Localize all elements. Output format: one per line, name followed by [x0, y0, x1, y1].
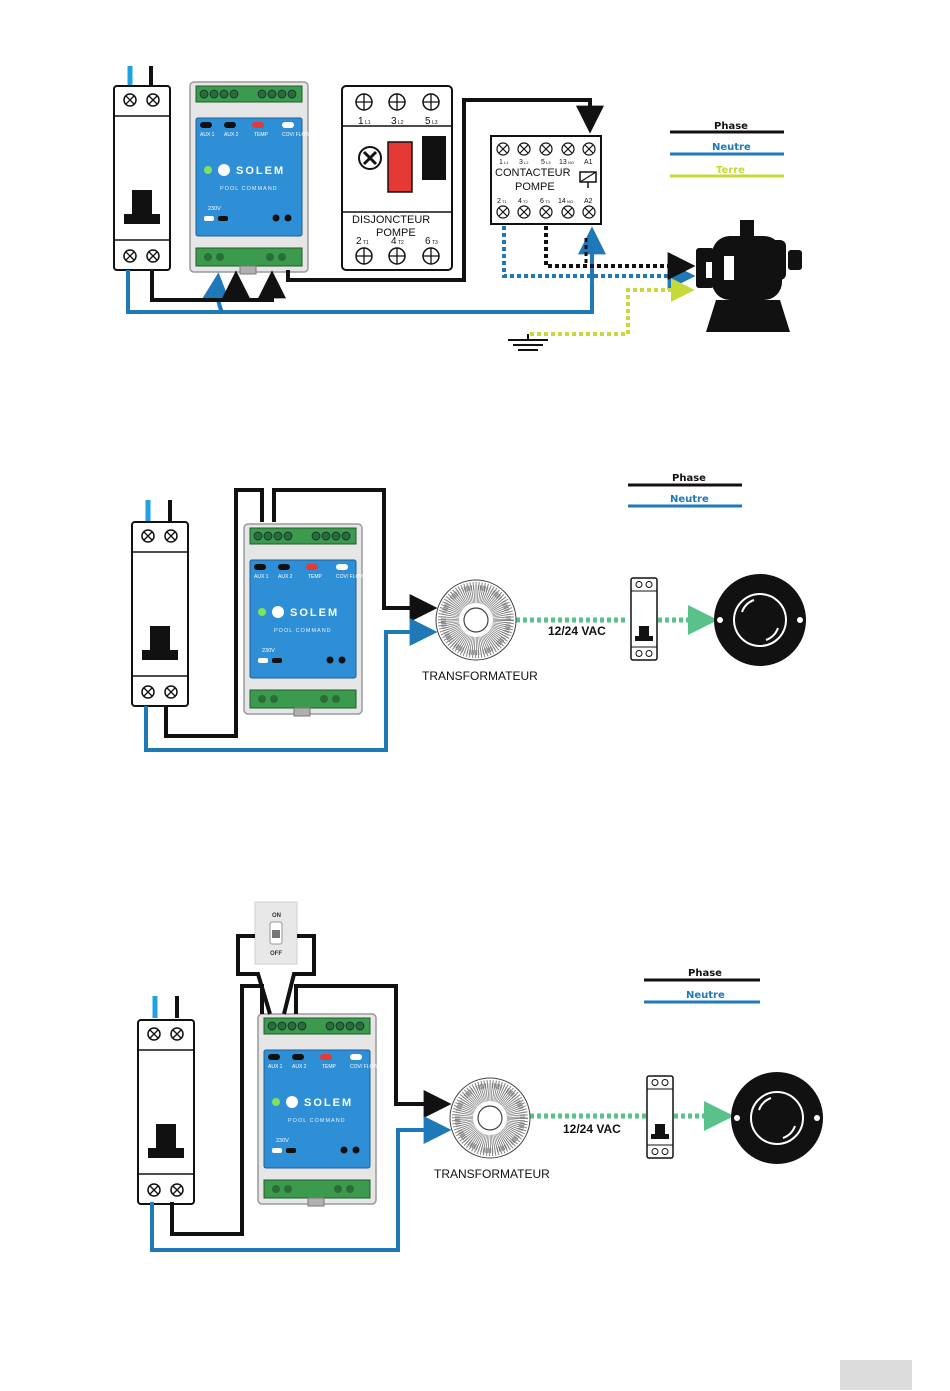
subtitle-label: POOL COMMAND	[288, 1118, 346, 1124]
aux1-label: AUX 1	[254, 574, 269, 580]
cont-b14-sub: NO	[567, 199, 573, 204]
main-breaker-icon	[131, 521, 189, 707]
disj-b6: 6	[425, 236, 431, 247]
diagram-2-wires	[144, 488, 718, 752]
transformer-label: TRANSFORMATEUR	[422, 669, 538, 683]
breaker-red-handle-icon	[387, 141, 413, 193]
cont-t1-sub: L1	[504, 160, 509, 165]
disj-t5: 5	[425, 116, 431, 127]
transformer-icon	[436, 580, 516, 660]
contacteur-pompe: 1 L1 3 L2 5 L3 13 NO A1 CONTACTEUR POMPE…	[490, 135, 602, 225]
cont-t3-sub: L2	[524, 160, 529, 165]
disj-t1: 1	[358, 116, 364, 127]
disj-b4-sub: T2	[398, 240, 404, 246]
aux2-label: AUX 2	[292, 1064, 307, 1070]
voltage-label: 230V	[208, 206, 221, 212]
diagram-3-switch-lighting: AUX 1 AUX 2 TEMP COV/ FLOW SOLEM POOL CO…	[137, 901, 824, 1252]
legend-2: Phase Neutre	[628, 473, 742, 508]
voltage-label: 230V	[276, 1138, 289, 1144]
legend-3: Phase Neutre	[644, 968, 760, 1004]
cont-t3: 3	[519, 159, 523, 166]
cont-t13-sub: NO	[568, 160, 574, 165]
ground-icon	[508, 334, 548, 351]
disj-t1-sub: L1	[365, 120, 371, 126]
aux2-label: AUX 2	[224, 132, 239, 138]
legend-phase: Phase	[714, 121, 748, 132]
switch-off-label: OFF	[270, 951, 282, 957]
solem-module-1: AUX 1 AUX 2 TEMP COV/ FLOW SOLEM POOL CO…	[189, 81, 310, 275]
diagram-1-pump: AUX 1 AUX 2 TEMP COV/ FLOW SOLEM POOL CO…	[113, 66, 802, 351]
legend-phase: Phase	[688, 968, 722, 979]
cont-b4-sub: T2	[523, 199, 528, 204]
covflow-label: COV/ FLOW	[282, 132, 310, 138]
disj-b6-sub: T3	[432, 240, 438, 246]
diagram-1-wires	[126, 98, 696, 336]
cont-t5-sub: L3	[546, 160, 551, 165]
top-screw-icon	[355, 93, 440, 265]
temp-label: TEMP	[308, 574, 323, 580]
small-breaker-icon	[646, 1075, 674, 1159]
aux1-label: AUX 1	[268, 1064, 283, 1070]
covflow-label: COV/ FLOW	[336, 574, 364, 580]
main-breaker-icon	[113, 85, 171, 271]
cont-t5: 5	[541, 159, 545, 166]
pump-icon	[696, 220, 802, 332]
legend-phase: Phase	[672, 473, 706, 484]
cont-b6: 6	[540, 198, 544, 205]
disj-b2-sub: T1	[363, 240, 369, 246]
cont-label-1: CONTACTEUR	[495, 167, 571, 179]
voltage-label-2: 12/24 VAC	[548, 624, 606, 638]
toggle-switch-icon: ON OFF	[254, 901, 298, 965]
transformer-label: TRANSFORMATEUR	[434, 1167, 550, 1181]
disjoncteur-pompe: 1 L1 3 L2 5 L3 DISJONCTEUR POMPE 2 T1 4 …	[341, 85, 453, 271]
page-number-tab	[840, 1360, 912, 1390]
main-breaker-icon	[137, 1019, 195, 1205]
cont-b2-sub: T1	[502, 199, 507, 204]
cont-b4: 4	[518, 198, 522, 205]
transformer-icon	[450, 1078, 530, 1158]
projector-light-icon	[713, 573, 807, 667]
disj-t3: 3	[391, 116, 397, 127]
cont-ta1: A1	[584, 159, 593, 166]
disj-t3-sub: L2	[398, 120, 404, 126]
disj-b4: 4	[391, 236, 397, 247]
legend-neutre: Neutre	[712, 142, 751, 153]
relay-coil-icon	[579, 171, 597, 188]
cont-b6-sub: T3	[545, 199, 550, 204]
projector-light-icon	[730, 1071, 824, 1165]
legend-terre: Terre	[716, 165, 745, 176]
legend-1: Phase Neutre Terre	[670, 121, 784, 178]
legend-neutre: Neutre	[686, 990, 725, 1001]
brand-label: SOLEM	[304, 1097, 353, 1109]
aux2-label: AUX 2	[278, 574, 293, 580]
voltage-label: 230V	[262, 648, 275, 654]
cont-t13: 13	[559, 159, 567, 166]
disj-label-1: DISJONCTEUR	[352, 214, 430, 226]
solem-module-2: AUX 1 AUX 2 TEMP COV/ FLOW SOLEM POOL CO…	[243, 523, 364, 717]
disj-label-2: POMPE	[376, 227, 416, 239]
legend-neutre: Neutre	[670, 494, 709, 505]
brand-label: SOLEM	[290, 607, 339, 619]
temp-label: TEMP	[254, 132, 269, 138]
cont-b14: 14	[558, 198, 566, 205]
diagram-3-wires	[150, 934, 734, 1252]
small-breaker-icon	[630, 577, 658, 661]
diagram-2-lighting: AUX 1 AUX 2 TEMP COV/ FLOW SOLEM POOL CO…	[131, 473, 807, 752]
disj-t5-sub: L3	[432, 120, 438, 126]
brand-label: SOLEM	[236, 165, 285, 177]
solem-module-3: AUX 1 AUX 2 TEMP COV/ FLOW SOLEM POOL CO…	[257, 1013, 378, 1207]
cont-t1: 1	[499, 159, 503, 166]
cont-ta2: A2	[584, 198, 593, 205]
subtitle-label: POOL COMMAND	[274, 628, 332, 634]
temp-label: TEMP	[322, 1064, 337, 1070]
voltage-label-3: 12/24 VAC	[563, 1122, 621, 1136]
aux1-label: AUX 1	[200, 132, 215, 138]
cont-b2: 2	[497, 198, 501, 205]
subtitle-label: POOL COMMAND	[220, 186, 278, 192]
cont-label-2: POMPE	[515, 181, 555, 193]
disj-b2: 2	[356, 236, 362, 247]
switch-on-label: ON	[272, 913, 281, 919]
covflow-label: COV/ FLOW	[350, 1064, 378, 1070]
